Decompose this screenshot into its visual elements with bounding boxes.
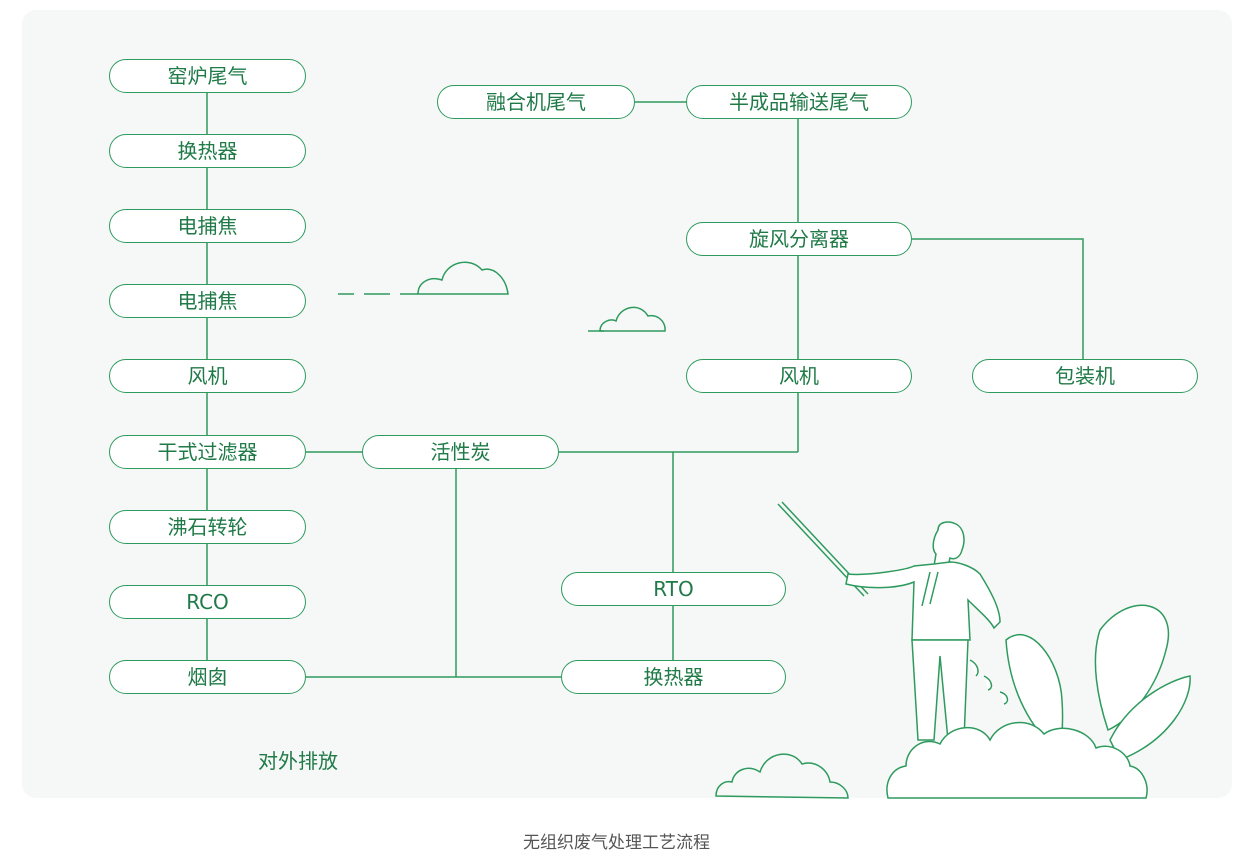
cloud-icon bbox=[715, 753, 849, 799]
node-rco: RCO bbox=[109, 585, 306, 619]
node-zeolite-wheel: 沸石转轮 bbox=[109, 510, 306, 544]
node-activated-carbon: 活性炭 bbox=[362, 435, 559, 469]
cloud-icon bbox=[588, 306, 666, 332]
node-kiln-exhaust: 窑炉尾气 bbox=[109, 59, 306, 93]
node-label: 活性炭 bbox=[430, 440, 491, 464]
node-label: 电捕焦 bbox=[177, 289, 238, 313]
cloud-icon bbox=[338, 261, 509, 295]
node-semi-conveying-exhaust: 半成品输送尾气 bbox=[686, 85, 912, 119]
node-chimney: 烟囱 bbox=[109, 660, 306, 694]
node-label: 烟囱 bbox=[187, 665, 228, 689]
node-fan-left: 风机 bbox=[109, 359, 306, 393]
node-label: 电捕焦 bbox=[177, 214, 238, 238]
connector-cyclone-packaging bbox=[912, 238, 1084, 360]
pointing-man-icon bbox=[777, 501, 1001, 741]
node-rto: RTO bbox=[561, 572, 786, 606]
diagram-caption: 无组织废气处理工艺流程 bbox=[523, 833, 710, 853]
node-label: 包装机 bbox=[1055, 364, 1115, 388]
node-label: 窑炉尾气 bbox=[167, 64, 248, 88]
node-label: RTO bbox=[653, 577, 694, 601]
node-fan-right: 风机 bbox=[686, 359, 912, 393]
node-label: 换热器 bbox=[177, 139, 238, 163]
node-label: 沸石转轮 bbox=[167, 515, 248, 539]
node-label: 风机 bbox=[779, 364, 819, 388]
node-label: 干式过滤器 bbox=[157, 440, 258, 464]
plant-leaves-icon bbox=[886, 604, 1191, 799]
node-heat-exchanger-bottom: 换热器 bbox=[561, 660, 786, 694]
node-label: 风机 bbox=[187, 364, 228, 388]
outside-emission-label: 对外排放 bbox=[258, 749, 338, 773]
node-packaging-machine: 包装机 bbox=[972, 359, 1198, 393]
node-electric-tar-2: 电捕焦 bbox=[109, 284, 306, 318]
node-label: 旋风分离器 bbox=[749, 227, 849, 251]
node-label: 半成品输送尾气 bbox=[729, 90, 869, 114]
node-electric-tar-1: 电捕焦 bbox=[109, 209, 306, 243]
node-cyclone: 旋风分离器 bbox=[686, 222, 912, 256]
node-heat-exchanger-left: 换热器 bbox=[109, 134, 306, 168]
node-label: 换热器 bbox=[643, 665, 704, 689]
node-fusion-exhaust: 融合机尾气 bbox=[437, 85, 635, 119]
node-dry-filter: 干式过滤器 bbox=[109, 435, 306, 469]
node-label: 融合机尾气 bbox=[486, 90, 586, 114]
node-label: RCO bbox=[186, 590, 229, 614]
